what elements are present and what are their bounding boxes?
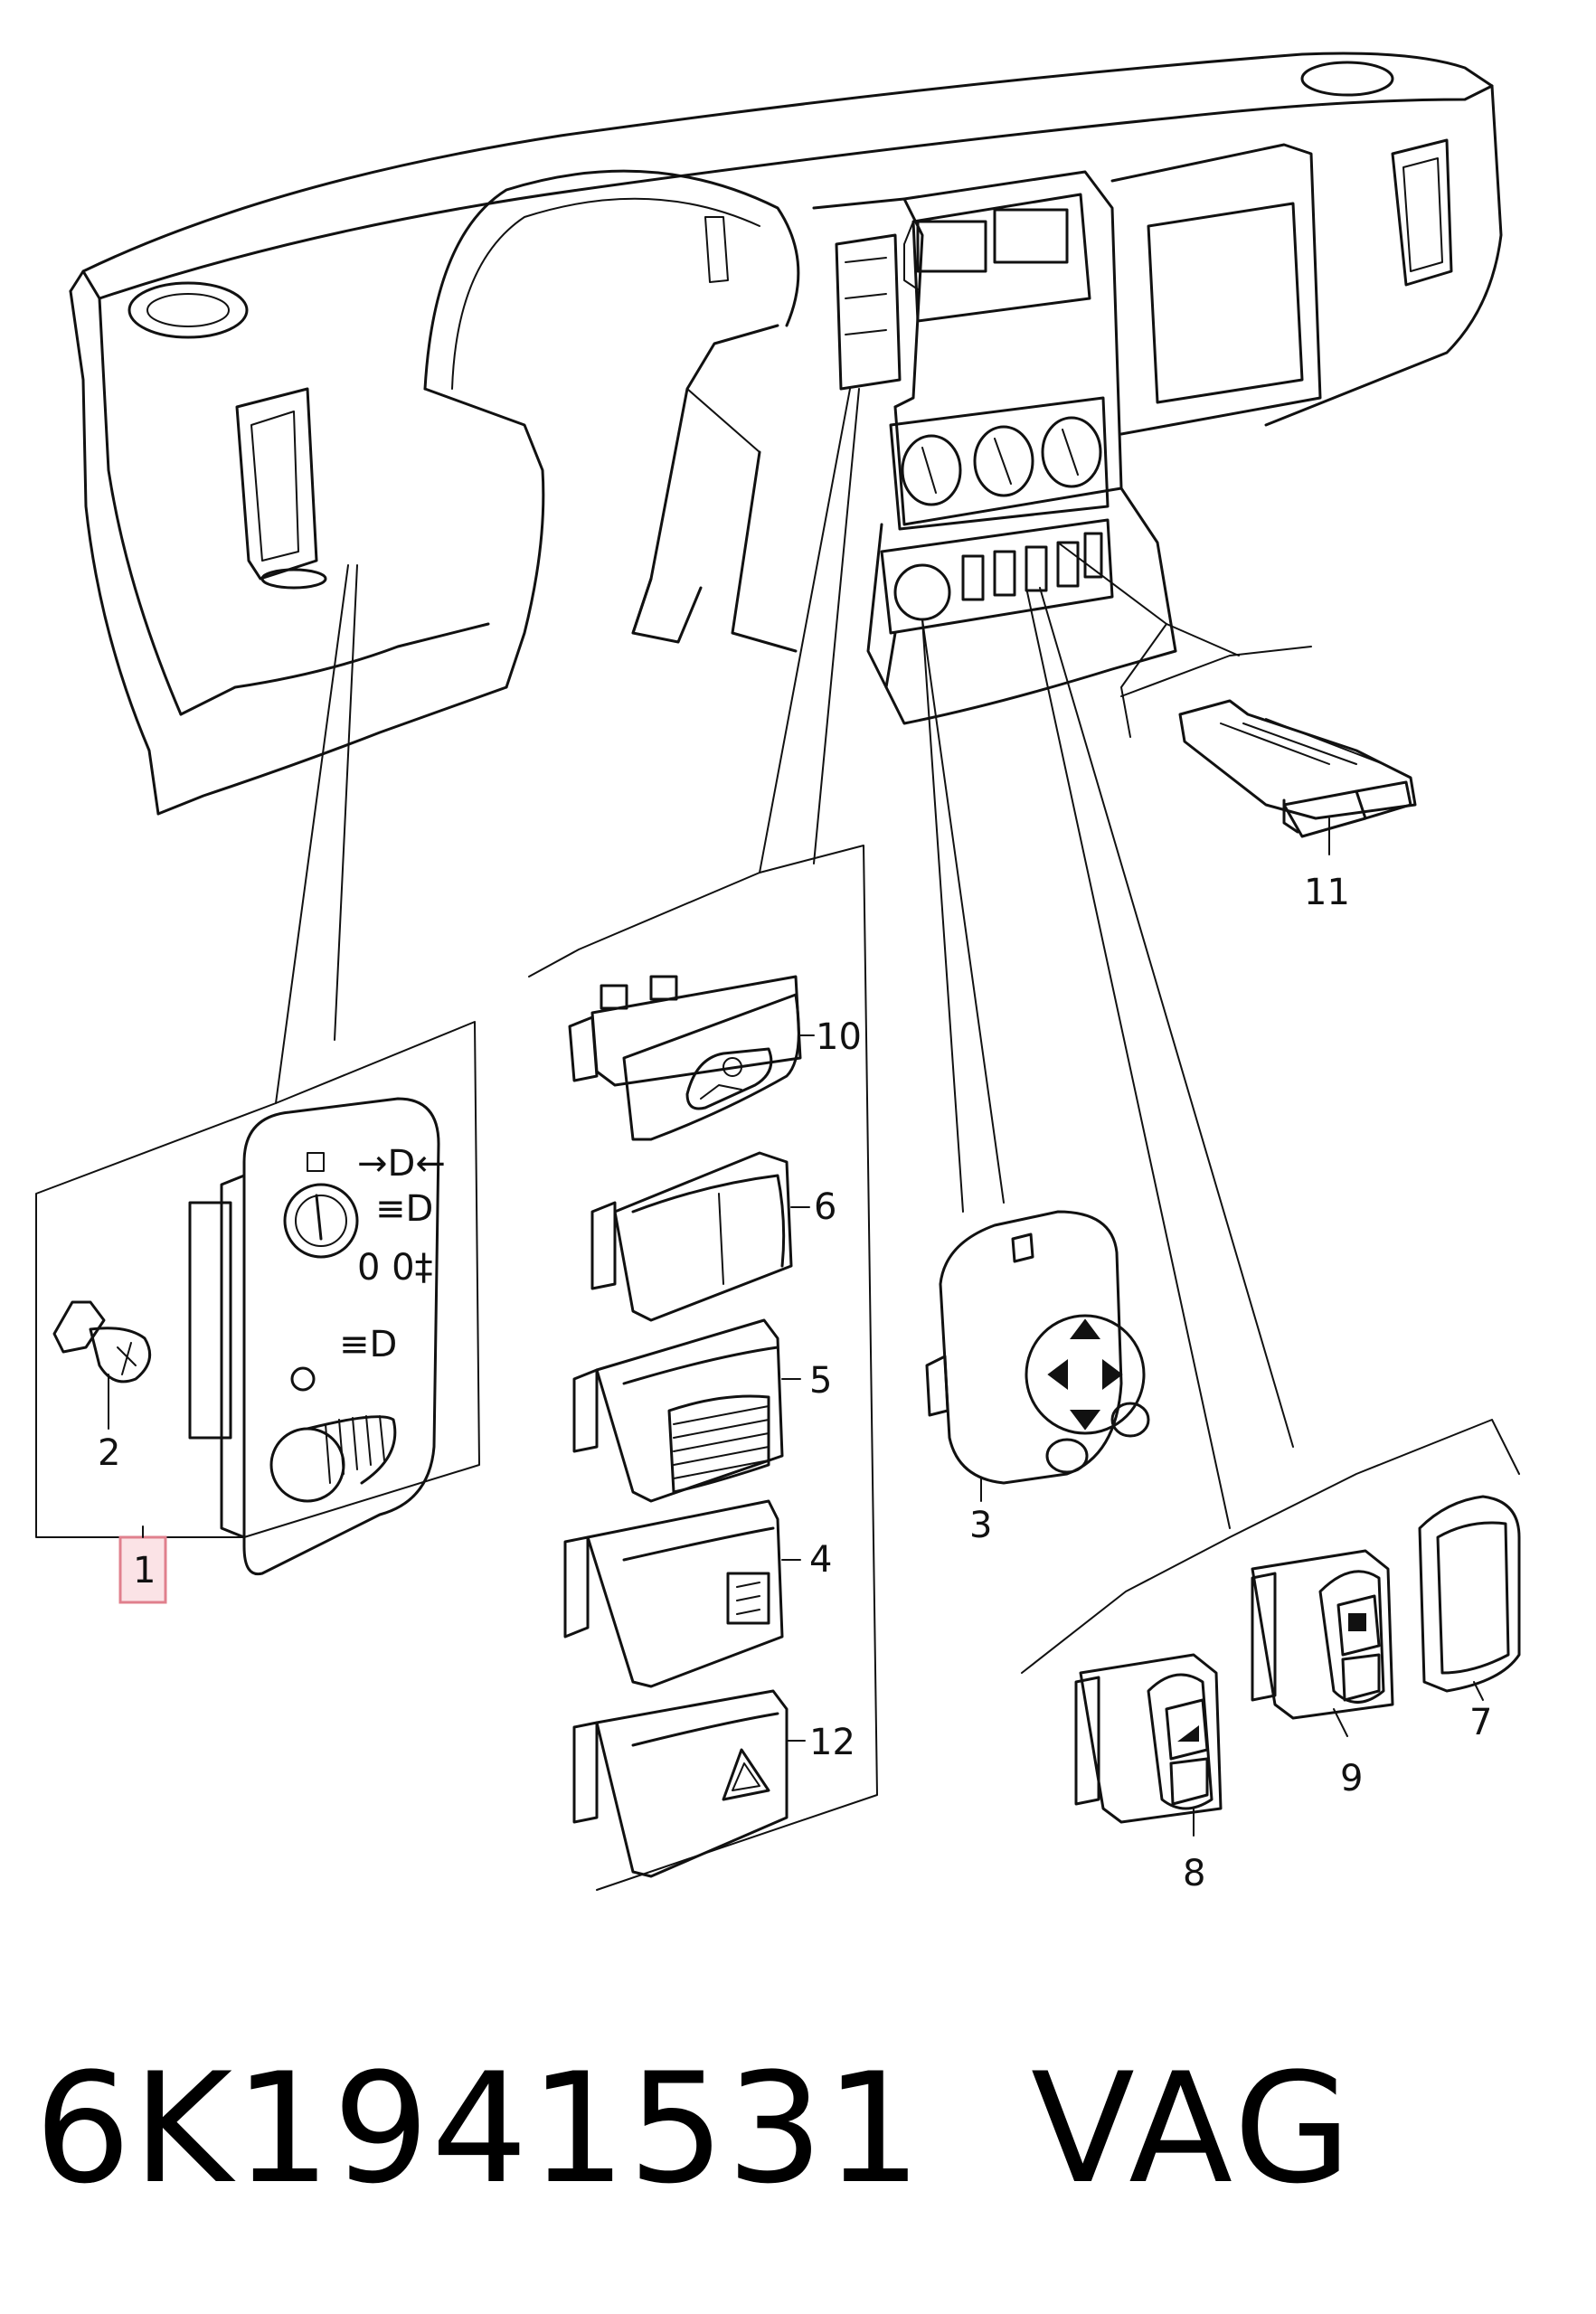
svg-text:≡D: ≡D (375, 1188, 433, 1230)
part-4-switch (563, 1499, 784, 1688)
callout-5: 5 (809, 1360, 832, 1402)
leader-lines (275, 388, 1294, 1529)
panel-frames (35, 646, 1520, 1891)
part-9-switch (1251, 1549, 1394, 1720)
callout-10: 10 (816, 1016, 862, 1058)
part-8-switch (1074, 1653, 1223, 1824)
svg-text:→D←: →D← (357, 1143, 446, 1185)
callout-1: 1 (133, 1550, 156, 1591)
dashboard-illustration (69, 52, 1503, 816)
part-7-switch (1418, 1495, 1521, 1693)
brand-name: VAG (1031, 2040, 1355, 2217)
part-2-bulb (52, 1300, 152, 1407)
callout-7: 7 (1469, 1702, 1492, 1743)
callout-3: 3 (969, 1505, 992, 1546)
callout-2: 2 (98, 1432, 120, 1474)
part-1-light-switch: →D← ≡D 0 0‡ ≡D (188, 1097, 446, 1576)
part-3-mirror-switch (925, 1210, 1150, 1485)
callout-11: 11 (1304, 872, 1350, 913)
part-10-switch (568, 975, 802, 1141)
callout-12: 12 (809, 1722, 855, 1763)
svg-text:≡D: ≡D (339, 1324, 397, 1365)
part-5-switch (572, 1318, 784, 1503)
part-6-switch (590, 1151, 793, 1322)
callout-9: 9 (1340, 1758, 1363, 1799)
callout-8: 8 (1183, 1853, 1205, 1894)
part-number: 6K1941531 (34, 2040, 924, 2217)
callout-labels: 1 2 3 4 5 6 7 8 9 10 11 12 (98, 817, 1492, 1894)
part-11-connector (1178, 699, 1417, 838)
svg-text:0 0‡: 0 0‡ (357, 1247, 433, 1289)
callout-4: 4 (809, 1539, 832, 1581)
part-12-switch (572, 1689, 789, 1878)
callout-6: 6 (814, 1186, 836, 1228)
